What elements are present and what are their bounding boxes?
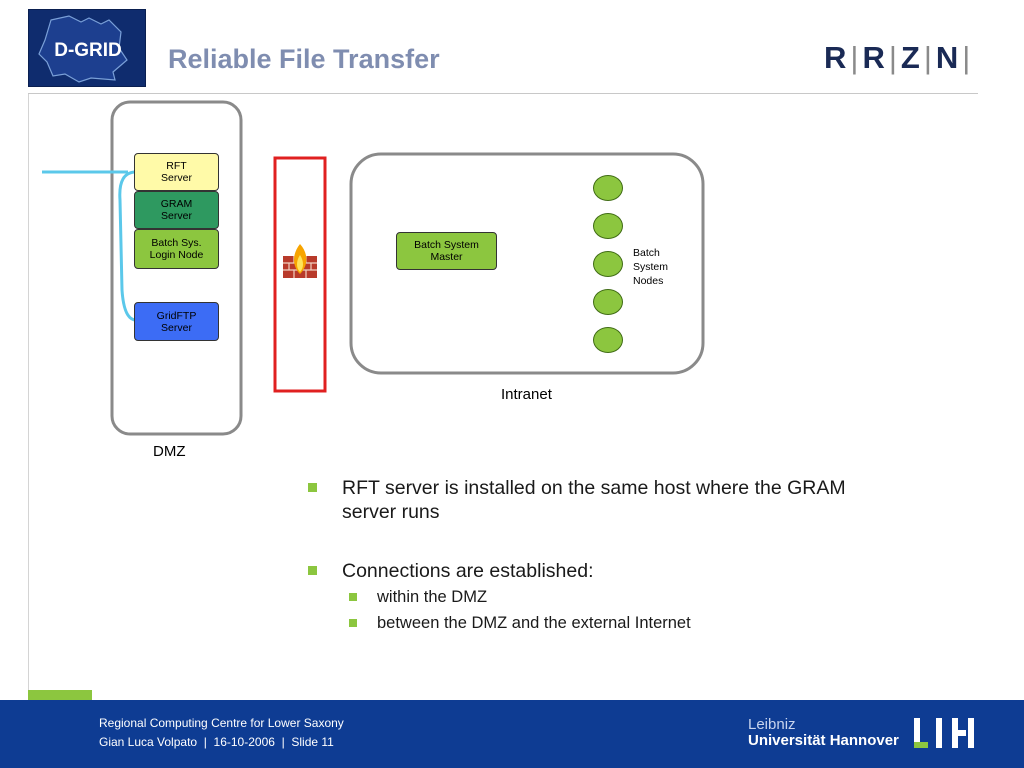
batch-master-label: Batch System Master bbox=[414, 239, 479, 263]
rft-server-box: RFT Server bbox=[134, 153, 219, 191]
sub-bullet-text: between the DMZ and the external Interne… bbox=[377, 614, 691, 632]
bullet-text: Connections are established: bbox=[342, 560, 594, 582]
luh-logo-bottom: Universität Hannover bbox=[748, 732, 899, 749]
network-diagram bbox=[42, 100, 705, 436]
rrzn-letter: Z bbox=[900, 40, 921, 75]
svg-text:D-GRID: D-GRID bbox=[54, 40, 122, 61]
rrzn-letter: R bbox=[862, 40, 886, 75]
page-title: Reliable File Transfer bbox=[168, 44, 440, 74]
dgrid-logo: D-GRID bbox=[28, 9, 146, 87]
bullet-text: RFT server is installed on the same host… bbox=[342, 477, 846, 523]
batch-login-label: Batch Sys. Login Node bbox=[149, 237, 204, 261]
intranet-label: Intranet bbox=[501, 386, 552, 403]
luh-logo-top: Leibniz bbox=[748, 716, 796, 733]
batch-node bbox=[593, 175, 623, 201]
batch-node bbox=[593, 327, 623, 353]
dmz-container bbox=[110, 100, 243, 436]
rrzn-logo: R|R|Z|N| bbox=[824, 40, 972, 75]
bullet-square-icon bbox=[349, 619, 357, 627]
rrzn-letter: R bbox=[824, 40, 848, 75]
dmz-label: DMZ bbox=[153, 443, 186, 460]
firewall-icon bbox=[283, 244, 317, 278]
footer: Regional Computing Centre for Lower Saxo… bbox=[0, 700, 1024, 768]
batch-master-box: Batch System Master bbox=[396, 232, 497, 270]
gridftp-server-box: GridFTP Server bbox=[134, 302, 219, 341]
footer-line-2: Gian Luca Volpato | 16-10-2006 | Slide 1… bbox=[99, 735, 334, 749]
bullet-square-icon bbox=[308, 483, 317, 492]
rft-server-label: RFT Server bbox=[161, 160, 192, 184]
gram-server-label: GRAM Server bbox=[160, 198, 193, 222]
gram-server-box: GRAM Server bbox=[134, 191, 219, 229]
dgrid-logo-map-icon: D-GRID bbox=[38, 15, 128, 83]
firewall-frame bbox=[273, 156, 327, 393]
sub-bullet-item: within the DMZ bbox=[307, 587, 907, 607]
footer-accent-bar bbox=[28, 690, 92, 701]
bullet-square-icon bbox=[349, 593, 357, 601]
gridftp-server-label: GridFTP Server bbox=[156, 309, 197, 334]
sub-bullet-item: between the DMZ and the external Interne… bbox=[307, 613, 907, 633]
batch-nodes-label: Batch System Nodes bbox=[633, 247, 669, 287]
batch-node bbox=[593, 213, 623, 239]
rrzn-letter: N bbox=[935, 40, 960, 75]
batch-node bbox=[593, 251, 623, 277]
bullet-list: RFT server is installed on the same host… bbox=[307, 476, 907, 633]
bullet-item: RFT server is installed on the same host… bbox=[307, 476, 882, 524]
bullet-item: Connections are established: bbox=[307, 559, 907, 583]
intranet-container bbox=[349, 152, 705, 375]
left-divider bbox=[28, 94, 29, 692]
rft-gridftp-link bbox=[118, 170, 137, 322]
footer-line-1: Regional Computing Centre for Lower Saxo… bbox=[99, 716, 344, 730]
batch-login-box: Batch Sys. Login Node bbox=[134, 229, 219, 269]
bullet-square-icon bbox=[308, 566, 317, 575]
header-divider bbox=[28, 93, 978, 94]
luh-mark-icon bbox=[914, 718, 974, 748]
batch-node bbox=[593, 289, 623, 315]
sub-bullet-text: within the DMZ bbox=[377, 588, 488, 606]
